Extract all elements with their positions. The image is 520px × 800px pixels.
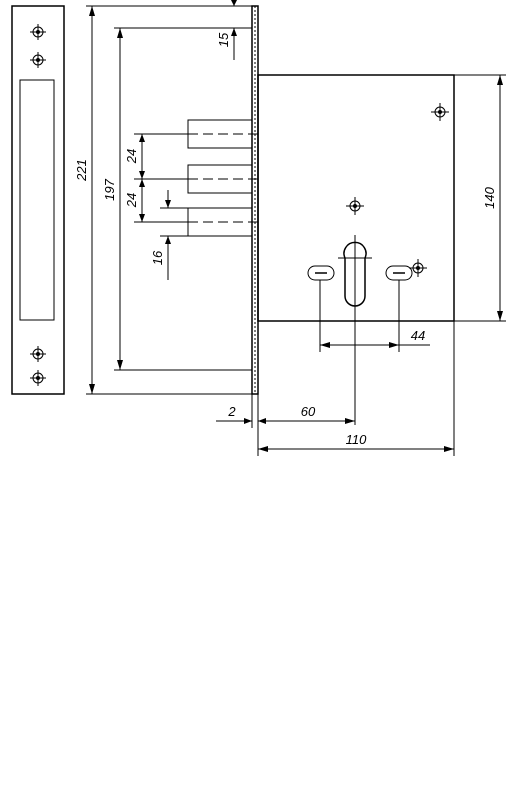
strike-plate-latch-opening [19,79,55,321]
screw-hole-icon [30,370,46,386]
dimension-label-197: 197 [102,178,117,200]
screw-hole-icon [409,259,427,277]
slot-hole-icon [307,265,335,281]
screw-hole-icon [30,52,46,68]
strike-plate-outline [11,5,65,395]
dimension-label-15: 15 [216,32,231,47]
bolts [187,119,262,237]
dimension-110: 110 [258,321,455,456]
lock-case [257,74,455,322]
screw-hole-icon [346,197,364,215]
faceplate [251,5,259,395]
dimension-label-2: 2 [227,404,236,419]
dimension-label-60: 60 [301,404,316,419]
strike-plate [11,5,65,395]
dimension-label-24-upper: 24 [124,149,139,164]
dimension-197: 197 [102,27,252,371]
dimension-221: 221 [74,5,252,395]
screw-hole-icon [30,346,46,362]
dimension-label-140: 140 [482,186,497,208]
dimension-44: 44 [319,280,430,352]
dimension-label-44: 44 [411,328,425,343]
dimension-140: 140 [454,74,506,322]
dimension-15: 15 [216,0,237,60]
dimension-label-24-lower: 24 [124,193,139,208]
slot-hole-icon [385,265,413,281]
cylinder-cutout-icon [338,235,372,425]
dimension-label-221: 221 [74,159,89,182]
dimension-16: 16 [150,190,188,280]
dimension-24-upper: 24 [124,133,188,180]
dimension-24-lower: 24 [124,179,188,223]
dimension-label-16: 16 [150,250,165,265]
lock-case-outline [257,74,455,322]
dimension-label-110: 110 [346,432,367,447]
screw-hole-icon [30,24,46,40]
dimension-2-60: 2 60 [216,394,355,456]
screw-hole-icon [431,103,449,121]
